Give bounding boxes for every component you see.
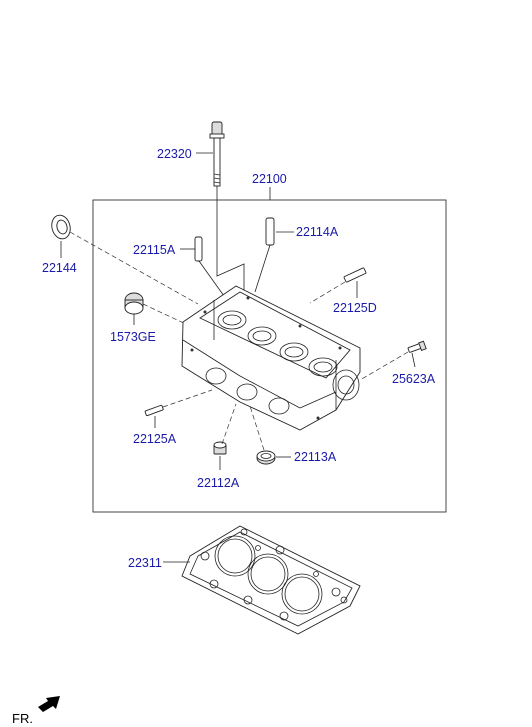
- label-22112A: 22112A: [197, 476, 240, 490]
- label-1573GE: 1573GE: [110, 330, 156, 344]
- valve-seat-22113A[interactable]: [256, 450, 276, 465]
- stud-22125D[interactable]: [343, 267, 367, 283]
- assembly-frame: [92, 199, 447, 513]
- bolt-25623A[interactable]: [407, 340, 427, 353]
- valve-seat-22112A[interactable]: [213, 441, 227, 455]
- label-22144: 22144: [42, 261, 77, 275]
- head-bolt-22320[interactable]: [209, 121, 225, 187]
- plug-1573GE[interactable]: [124, 292, 144, 315]
- head-gasket-22311[interactable]: [181, 525, 361, 635]
- label-22100: 22100: [252, 172, 287, 186]
- label-22320: 22320: [157, 147, 192, 161]
- label-25623A: 25623A: [392, 372, 436, 386]
- label-22311: 22311: [128, 556, 162, 570]
- label-22113A: 22113A: [294, 450, 337, 464]
- oil-seal-22144[interactable]: [49, 213, 73, 241]
- label-22125A: 22125A: [133, 432, 177, 446]
- cylinder-head-22100[interactable]: [181, 285, 361, 431]
- label-22114A: 22114A: [296, 225, 339, 239]
- label-22115A: 22115A: [133, 243, 176, 257]
- valve-guide-22115A[interactable]: [194, 236, 203, 262]
- front-direction-label: FR.: [12, 711, 33, 726]
- fr-arrow-icon: [38, 696, 60, 712]
- label-22125D: 22125D: [333, 301, 377, 315]
- valve-guide-22114A[interactable]: [265, 217, 275, 246]
- stud-22125A[interactable]: [144, 404, 164, 417]
